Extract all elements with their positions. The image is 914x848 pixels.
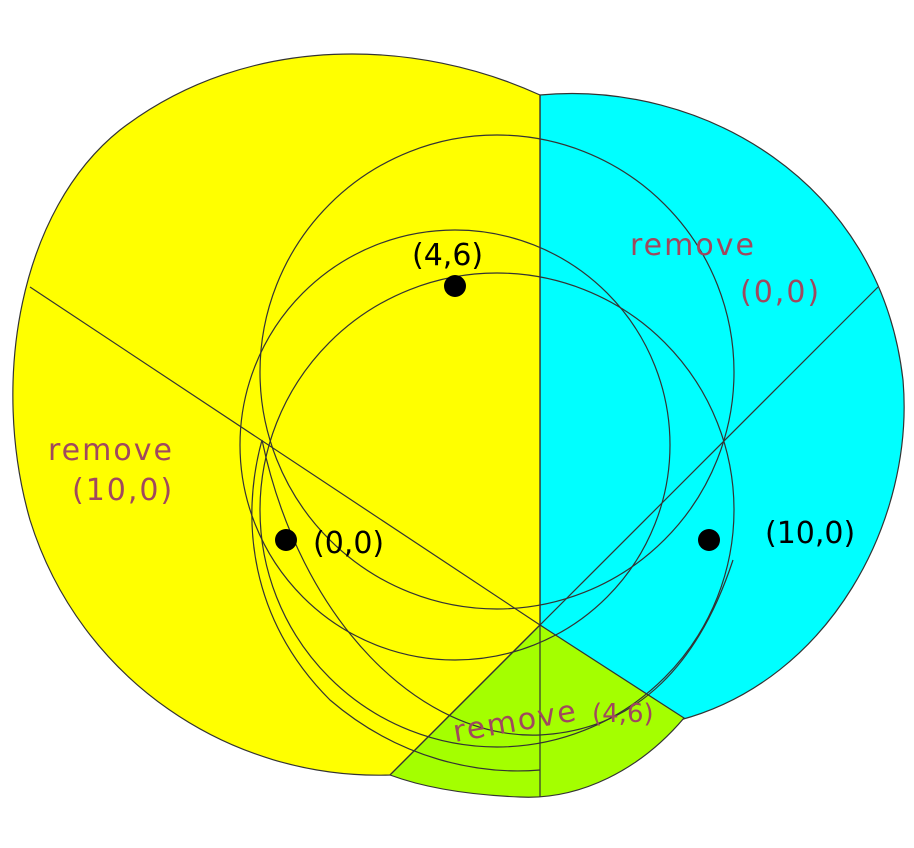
bisector-left xyxy=(29,286,541,626)
annotation-right-word: remove xyxy=(630,228,756,263)
arc-lower xyxy=(261,439,734,736)
label-point-10-0: (10,0) xyxy=(765,516,855,551)
annotation-left-word: remove xyxy=(48,433,174,468)
yellow-region xyxy=(12,53,541,776)
annotation-left-point: (10,0) xyxy=(72,473,174,508)
annotation-right-point: (0,0) xyxy=(740,275,821,310)
bisector-right xyxy=(389,286,879,776)
point-0-0 xyxy=(275,529,297,551)
cyan-region xyxy=(539,93,905,721)
circle-upper xyxy=(259,134,735,610)
circle-through-points xyxy=(259,272,735,748)
point-10-0 xyxy=(698,529,720,551)
construction-circles xyxy=(239,134,735,772)
bisector-lines xyxy=(29,95,879,797)
colored-regions xyxy=(12,53,905,798)
point-4-6 xyxy=(444,275,466,297)
points xyxy=(275,275,720,551)
point-labels: (0,0) (4,6) (10,0) xyxy=(313,238,855,561)
label-point-0-0: (0,0) xyxy=(313,526,384,561)
label-point-4-6: (4,6) xyxy=(412,238,483,273)
circle-large-left xyxy=(239,229,671,661)
annotation-bottom-point: (4,6) xyxy=(592,699,654,729)
arc-inner-left xyxy=(251,439,541,772)
green-region xyxy=(388,624,685,798)
